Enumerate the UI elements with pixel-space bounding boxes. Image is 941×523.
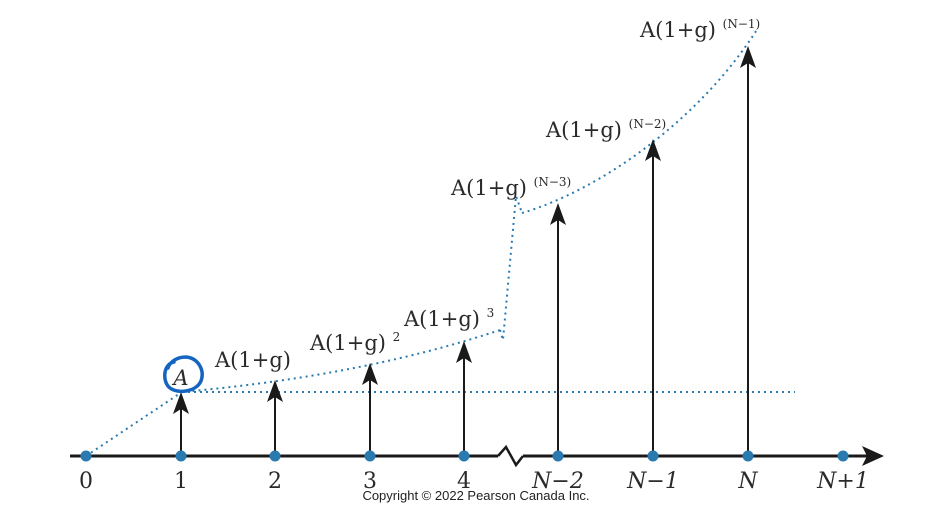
time-labels: 0 1 2 3 4 N−2 N−1 N N+1 — [79, 469, 869, 494]
time-dot — [458, 450, 470, 462]
time-label-0: 0 — [79, 469, 93, 494]
highlight-circle — [163, 355, 204, 394]
growth-curve-break — [499, 195, 523, 341]
time-label-n-2: N−2 — [531, 469, 584, 494]
cash-flow-label-4: A(1+g) 3 — [403, 306, 494, 331]
axis-arrow-icon — [862, 446, 884, 466]
copyright-notice: Copyright © 2022 Pearson Canada Inc. — [362, 488, 589, 503]
time-dot — [742, 450, 754, 462]
time-label-3: 3 — [363, 469, 377, 494]
cash-flow-arrows — [173, 46, 756, 456]
arrowhead-period-4 — [456, 341, 472, 363]
arrowhead-period-3 — [362, 363, 378, 385]
time-label-1: 1 — [174, 469, 188, 494]
growth-curve-start — [85, 329, 501, 457]
time-label-n+1: N+1 — [816, 469, 869, 494]
time-label-n: N — [737, 469, 758, 494]
time-dot — [175, 450, 187, 462]
cash-flow-label-n-2-base: A(1+g) — [450, 176, 527, 200]
arrowhead-period-n-2 — [550, 203, 566, 225]
time-label-4: 4 — [457, 469, 471, 494]
time-label-2: 2 — [268, 469, 282, 494]
time-label-n-1: N−1 — [626, 469, 679, 494]
time-dot — [647, 450, 659, 462]
arrowhead-period-1 — [173, 392, 189, 414]
time-dot — [552, 450, 564, 462]
cash-flow-label-n-exponent: (N−1) — [723, 17, 761, 31]
cash-flow-label-3-base: A(1+g) — [309, 331, 386, 355]
cash-flow-label-4-exponent: 3 — [487, 306, 495, 320]
cash-flow-label-n-2-exponent: (N−3) — [534, 175, 572, 189]
time-points — [80, 450, 849, 462]
cash-flow-label-n-1-exponent: (N−2) — [629, 117, 667, 131]
arrowhead-period-n — [740, 46, 756, 68]
cash-flow-label-3: A(1+g) 2 — [309, 330, 400, 355]
cash-flow-label-2: A(1+g) — [214, 348, 291, 372]
cash-flow-label-n: A(1+g) (N−1) — [639, 17, 760, 42]
cash-flow-label-n-2: A(1+g) (N−3) — [450, 175, 571, 200]
time-dot — [269, 450, 281, 462]
cash-flow-label-1: A — [171, 366, 188, 390]
cash-flow-label-4-base: A(1+g) — [403, 307, 480, 331]
arrowhead-period-2 — [267, 380, 283, 402]
cash-flow-labels: A A(1+g) A(1+g) 2 A(1+g) 3 A(1+g) (N−3) … — [171, 17, 760, 390]
time-dot — [80, 450, 92, 462]
time-dot — [364, 450, 376, 462]
cash-flow-label-n-base: A(1+g) — [639, 18, 716, 42]
time-dot — [837, 450, 849, 462]
cash-flow-label-n-1-base: A(1+g) — [545, 118, 622, 142]
arrowhead-period-n-1 — [645, 139, 661, 161]
cash-flow-label-2-base: A(1+g) — [214, 348, 291, 372]
axis-break-icon — [497, 444, 524, 468]
cash-flow-label-3-exponent: 2 — [393, 330, 401, 344]
cash-flow-label-n-1: A(1+g) (N−2) — [545, 117, 666, 142]
